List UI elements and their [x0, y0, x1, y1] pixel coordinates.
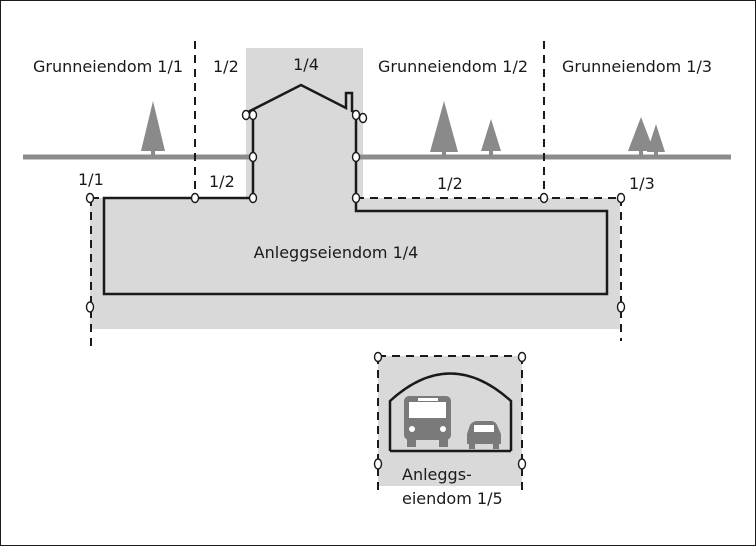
- label-anleggseiendom-1-5-line2: eiendom 1/5: [402, 489, 503, 508]
- label-below-1-1: 1/1: [78, 170, 104, 189]
- tunnel-icon: [388, 372, 513, 451]
- boundary-markers: [85, 109, 626, 470]
- anleggseiendom-1-4-area: [90, 198, 620, 329]
- label-grunneiendom-1-1: Grunneiendom 1/1: [33, 57, 183, 76]
- car-icon: [467, 421, 501, 449]
- label-anleggseiendom-1-4: Anleggseiendom 1/4: [254, 243, 419, 262]
- label-grunneiendom-1-2: Grunneiendom 1/2: [378, 57, 528, 76]
- tree-icon: [430, 101, 458, 157]
- house-icon: [245, 83, 364, 119]
- label-below-1-3: 1/3: [629, 174, 655, 193]
- label-anleggseiendom-1-5-line1: Anleggs-: [402, 465, 472, 484]
- building-outline: [102, 113, 609, 296]
- label-grunneiendom-1-3: Grunneiendom 1/3: [562, 57, 712, 76]
- tree-icon: [141, 101, 165, 157]
- bus-icon: [404, 396, 451, 447]
- tree-icon: [628, 117, 654, 157]
- label-below-1-2-right: 1/2: [437, 174, 463, 193]
- label-below-1-2-left: 1/2: [209, 172, 235, 191]
- property-1-4-surface-area: [246, 48, 363, 198]
- label-top-1-4: 1/4: [293, 55, 319, 74]
- label-top-1-2: 1/2: [213, 57, 239, 76]
- tree-icon: [647, 124, 665, 157]
- tree-icon: [481, 119, 501, 157]
